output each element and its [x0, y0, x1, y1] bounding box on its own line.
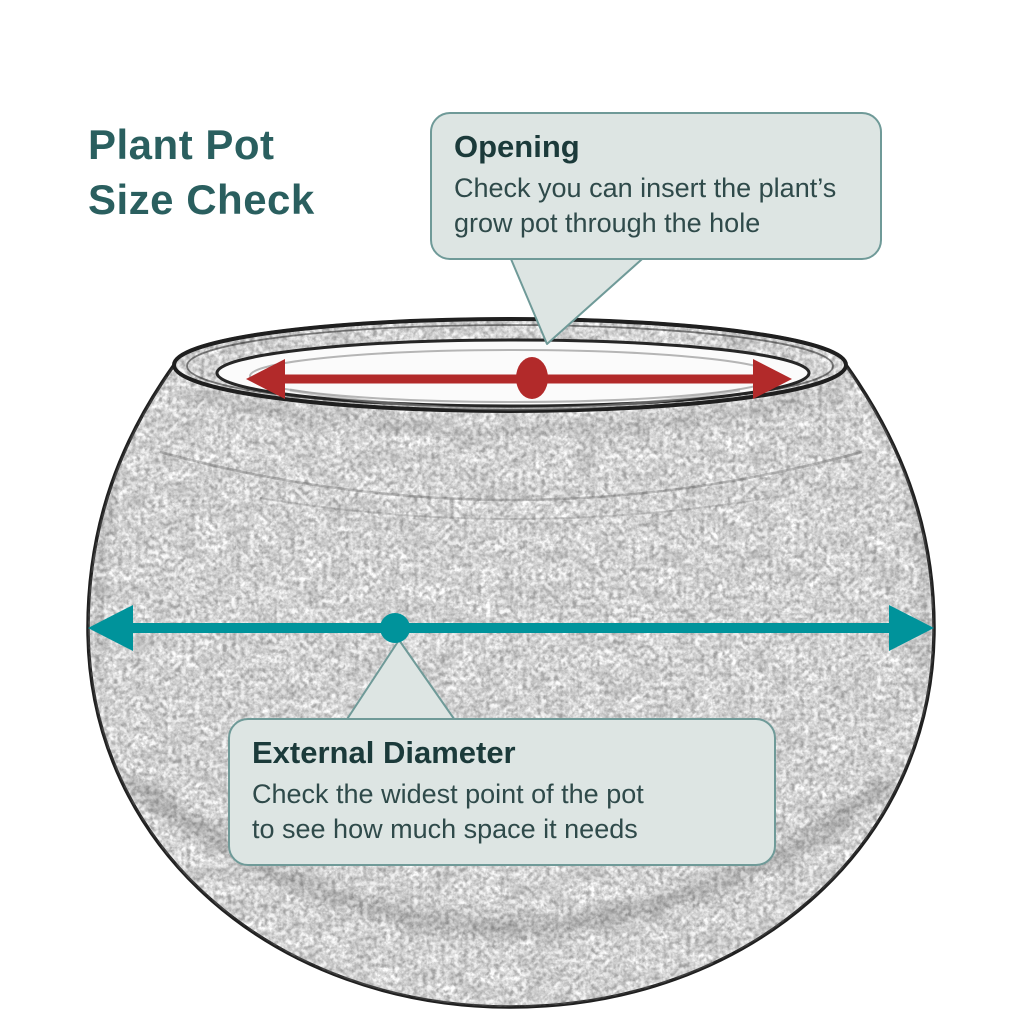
pot-opening-shading — [289, 388, 741, 411]
page-title-line-1: Plant Pot — [88, 121, 275, 168]
page-title-line-2: Size Check — [88, 175, 315, 223]
opening-callout-title: Opening — [454, 129, 580, 164]
external-arrowhead-left — [88, 605, 133, 651]
opening-callout-body-line-1: Check you can insert the plant’s — [454, 173, 837, 203]
external-diameter-callout: External Diameter Check the widest point… — [228, 718, 776, 867]
opening-callout-body-line-2: grow pot through the hole — [454, 208, 761, 239]
page-title: Plant Pot Size Check — [88, 118, 315, 227]
opening-callout-body: Check you can insert the plant’s grow po… — [454, 171, 858, 241]
opening-center-dot — [516, 357, 548, 399]
opening-callout: Opening Check you can insert the plant’s… — [430, 112, 882, 261]
external-arrowhead-right — [889, 605, 934, 651]
opening-arrowhead-right — [753, 359, 792, 399]
pot-texture — [88, 319, 934, 1007]
opening-width-arrow — [246, 357, 792, 399]
external-diameter-callout-body: Check the widest point of the pot to see… — [252, 777, 752, 847]
pot-opening-hole — [215, 338, 811, 408]
pot-rim-outer — [172, 317, 848, 413]
external-callout-body-line-1: Check the widest point of the pot — [252, 779, 644, 809]
pot-sketch — [86, 317, 936, 1009]
external-callout-body-line-2: to see how much space it needs — [252, 814, 638, 845]
external-center-dot — [380, 613, 410, 643]
external-diameter-callout-title: External Diameter — [252, 735, 516, 770]
external-diameter-arrow — [88, 605, 934, 651]
opening-arrowhead-left — [246, 359, 285, 399]
